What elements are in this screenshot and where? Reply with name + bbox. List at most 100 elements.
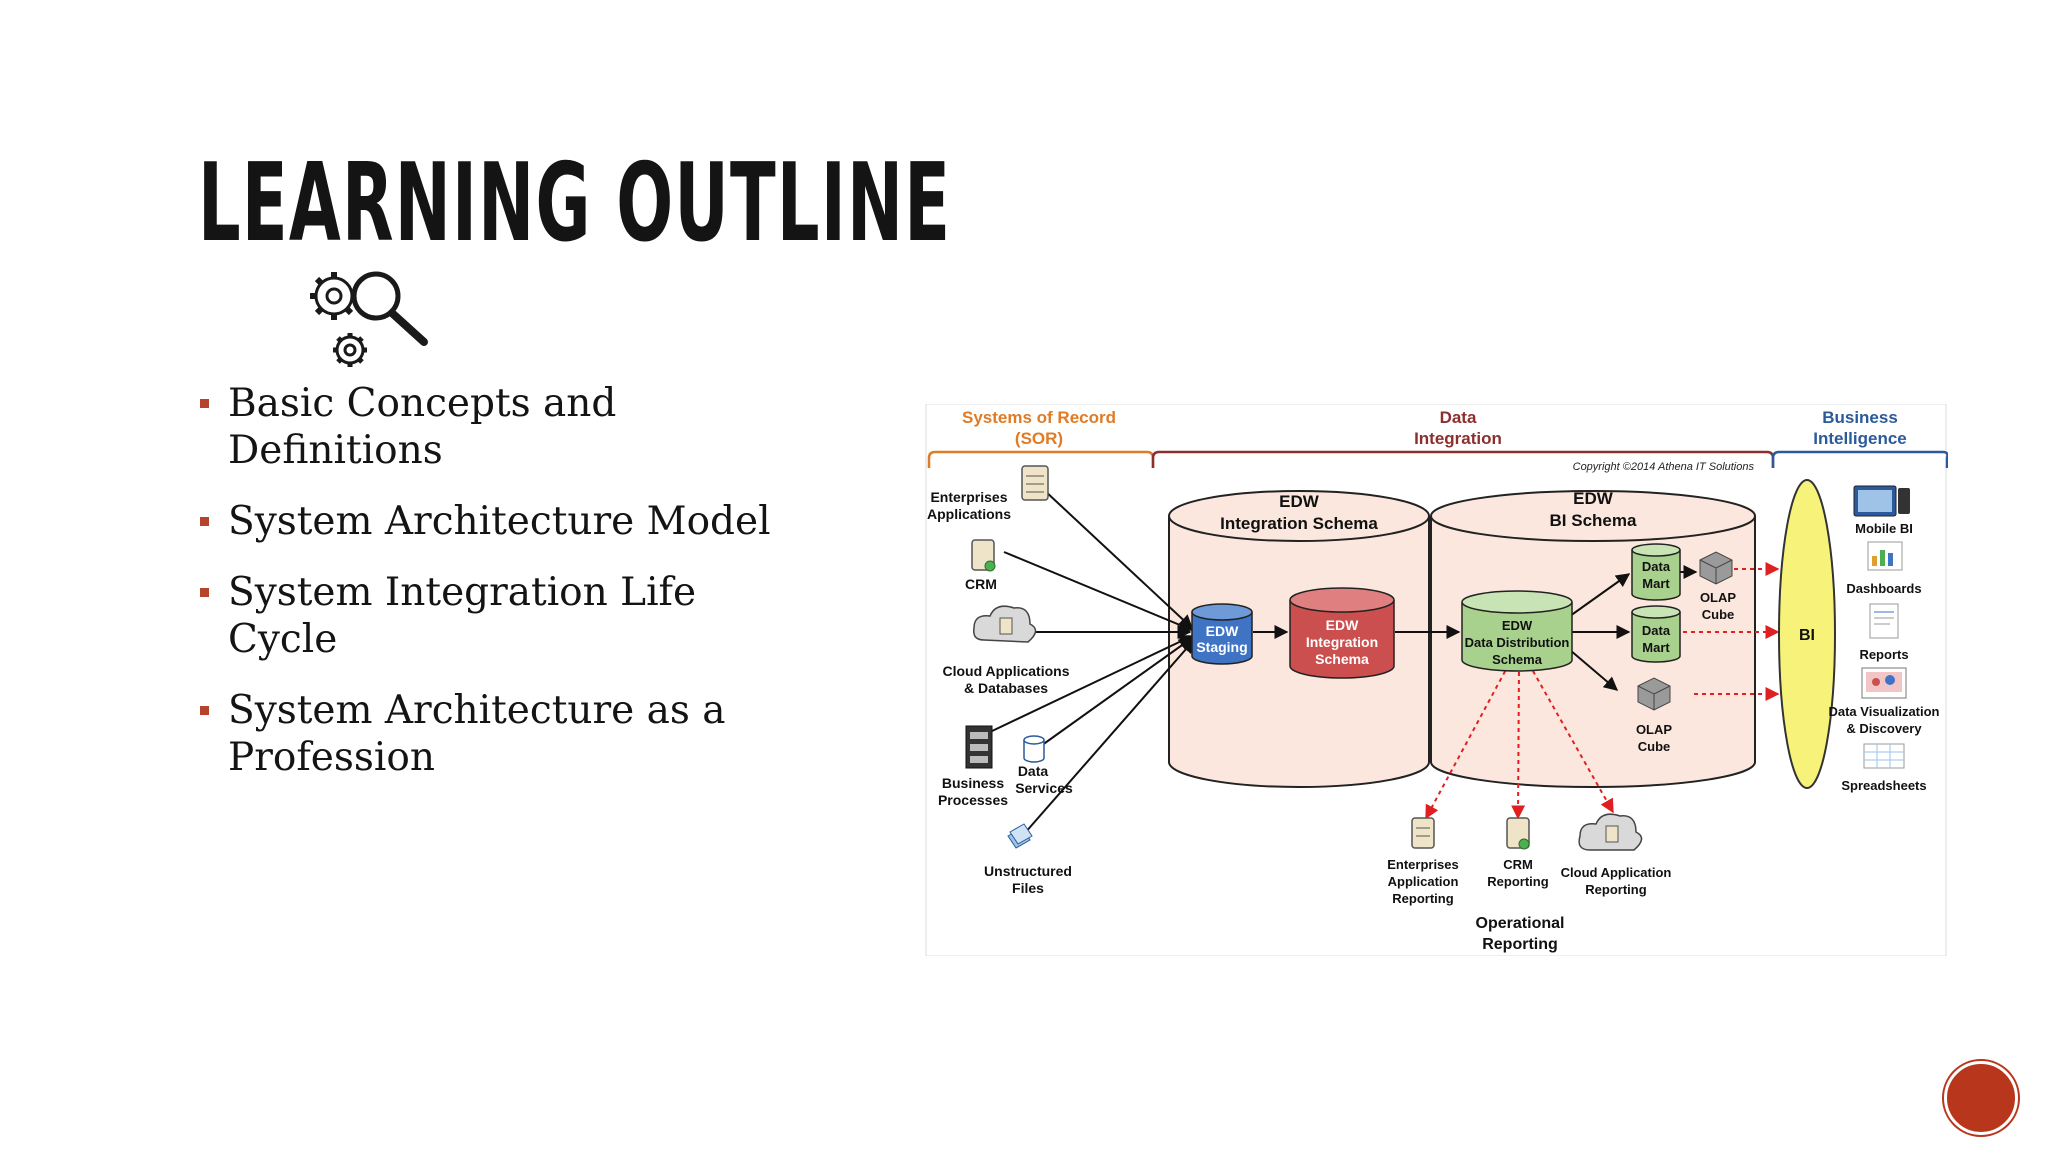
outline-item-text: Basic Concepts and Definitions bbox=[228, 381, 617, 473]
architecture-diagram: Systems of Record (SOR) Data Integration… bbox=[925, 404, 1948, 956]
bi-subheader: Intelligence bbox=[1813, 429, 1907, 448]
source-label: Enterprises bbox=[930, 489, 1007, 505]
edw-integration-label: Schema bbox=[1315, 651, 1369, 667]
olap-cube-icon bbox=[1699, 551, 1733, 585]
visualization-icon bbox=[1861, 667, 1907, 699]
operational-reporting-label: Reporting bbox=[1482, 936, 1558, 953]
report-icon bbox=[1869, 603, 1899, 639]
bi-output-label: Data Visualization bbox=[1828, 704, 1939, 719]
operational-reporting-label: Operational bbox=[1476, 915, 1565, 932]
data-mart-label: Mart bbox=[1642, 640, 1670, 655]
source-label: Services bbox=[1015, 780, 1073, 796]
edw-integration-cylinder bbox=[1289, 587, 1395, 679]
bi-output-label: Spreadsheets bbox=[1841, 778, 1926, 793]
reporting-label: Reporting bbox=[1585, 882, 1646, 897]
dashboard-icon bbox=[1867, 541, 1903, 571]
edw-integration-label: EDW bbox=[1326, 617, 1359, 633]
server-icon bbox=[1021, 465, 1049, 501]
olap-label: OLAP bbox=[1636, 722, 1672, 737]
bi-output-label: Dashboards bbox=[1846, 581, 1921, 596]
outline-item-text: System Integration Life Cycle bbox=[228, 570, 697, 662]
flow-arrow bbox=[1043, 489, 1194, 629]
staging-label: Staging bbox=[1196, 639, 1247, 655]
bi-schema-label: EDW bbox=[1573, 489, 1614, 508]
source-label: Cloud Applications bbox=[942, 663, 1069, 679]
edw-staging-cylinder bbox=[1191, 603, 1253, 665]
bullet-marker bbox=[200, 517, 209, 526]
olap-label: OLAP bbox=[1700, 590, 1736, 605]
mobile-bi-icon bbox=[1853, 485, 1910, 517]
outline-item-text: System Architecture as a Profession bbox=[228, 688, 726, 780]
outline-item: System Integration Life Cycle bbox=[196, 569, 816, 663]
reporting-label: Reporting bbox=[1392, 891, 1453, 906]
di-header: Data bbox=[1440, 408, 1477, 427]
slide-nav-button[interactable] bbox=[1944, 1061, 2018, 1135]
copyright-text: Copyright ©2014 Athena IT Solutions bbox=[1573, 461, 1755, 473]
distribution-label: Data Distribution bbox=[1465, 635, 1570, 650]
data-mart-label: Mart bbox=[1642, 576, 1670, 591]
staging-label: EDW bbox=[1206, 623, 1239, 639]
flow-arrow bbox=[1037, 637, 1194, 749]
gears-magnifier-icon bbox=[310, 271, 428, 367]
reporting-label: Application bbox=[1388, 874, 1459, 889]
bi-label: BI bbox=[1799, 627, 1815, 644]
edw-integration-label: Integration bbox=[1306, 634, 1378, 650]
cloud-icon bbox=[972, 605, 1037, 643]
bullet-marker bbox=[200, 399, 209, 408]
sor-header: Systems of Record bbox=[962, 408, 1116, 427]
reporting-label: Cloud Application bbox=[1561, 865, 1672, 880]
flow-arrow bbox=[989, 635, 1194, 733]
source-label: Processes bbox=[938, 792, 1008, 808]
slide-title: LEARNING OUTLINE bbox=[198, 141, 952, 266]
source-label: & Databases bbox=[964, 680, 1048, 696]
bi-header: Business bbox=[1822, 408, 1898, 427]
bi-output-label: Reports bbox=[1859, 647, 1908, 662]
bullet-marker bbox=[200, 706, 209, 715]
reporting-arrow bbox=[1511, 663, 1526, 820]
flow-arrow bbox=[1016, 638, 1195, 843]
source-label: Business bbox=[942, 775, 1004, 791]
flow-arrow bbox=[1569, 573, 1631, 617]
source-label: Applications bbox=[927, 506, 1011, 522]
data-mart-cylinder bbox=[1631, 543, 1681, 601]
data-distribution-cylinder bbox=[1461, 590, 1573, 672]
bi-output-label: & Discovery bbox=[1846, 721, 1922, 736]
source-label: Data bbox=[1018, 763, 1049, 779]
olap-label: Cube bbox=[1702, 607, 1735, 622]
source-label: Unstructured bbox=[984, 863, 1072, 879]
flow-arrow bbox=[1003, 551, 1194, 632]
flow-arrow bbox=[1569, 649, 1619, 691]
integration-schema-label: EDW bbox=[1279, 492, 1320, 511]
bi-ellipse bbox=[1778, 479, 1836, 789]
outline-list: Basic Concepts and Definitions System Ar… bbox=[196, 380, 816, 805]
outline-item: System Architecture Model bbox=[196, 498, 816, 545]
di-subheader: Integration bbox=[1414, 429, 1502, 448]
files-icon bbox=[1007, 823, 1033, 849]
olap-label: Cube bbox=[1638, 739, 1671, 754]
bi-schema-label: BI Schema bbox=[1550, 511, 1637, 530]
spreadsheet-icon bbox=[1863, 743, 1905, 769]
bi-output-label: Mobile BI bbox=[1855, 521, 1913, 536]
reporting-arrow bbox=[1425, 663, 1510, 820]
reporting-label: CRM bbox=[1503, 857, 1533, 872]
distribution-label: EDW bbox=[1502, 618, 1533, 633]
bullet-marker bbox=[200, 588, 209, 597]
reporting-label: Enterprises bbox=[1387, 857, 1459, 872]
source-label: Files bbox=[1012, 880, 1044, 896]
data-mart-label: Data bbox=[1642, 623, 1671, 638]
source-label: CRM bbox=[965, 576, 997, 592]
outline-item: System Architecture as a Profession bbox=[196, 687, 816, 781]
data-mart-label: Data bbox=[1642, 559, 1671, 574]
crm-reporting-icon bbox=[1506, 817, 1530, 850]
outline-item-text: System Architecture Model bbox=[228, 499, 771, 544]
crm-server-icon bbox=[971, 539, 996, 572]
cloud-reporting-icon bbox=[1578, 813, 1643, 851]
reporting-label: Reporting bbox=[1487, 874, 1548, 889]
business-process-icon bbox=[965, 725, 993, 769]
distribution-label: Schema bbox=[1492, 652, 1543, 667]
bi-bracket bbox=[1771, 450, 1948, 468]
database-icon bbox=[1023, 735, 1045, 763]
sor-subheader: (SOR) bbox=[1015, 429, 1063, 448]
enterprise-reporting-icon bbox=[1411, 817, 1435, 849]
outline-item: Basic Concepts and Definitions bbox=[196, 380, 816, 474]
